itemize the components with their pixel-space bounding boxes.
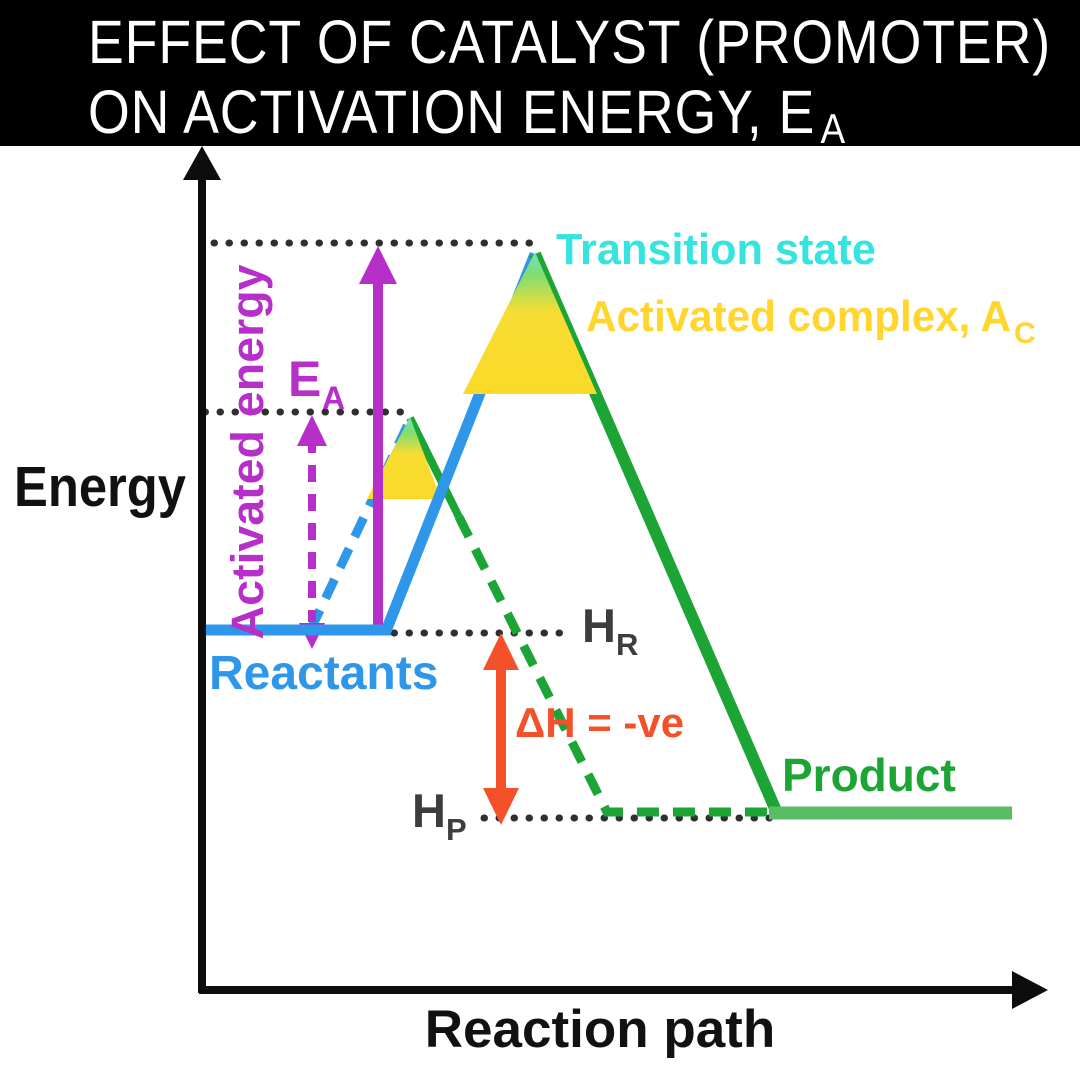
activated-complex-label: Activated complex, A [586, 292, 1011, 341]
title-line-1: EFFECT OF CATALYST (PROMOTER) [88, 8, 1051, 76]
activated-complex-subscript: C [1014, 317, 1036, 350]
hp-symbol: H [412, 784, 446, 837]
catalyzed-ascent-dashed-line [306, 418, 415, 631]
title-line-2-main: ON ACTIVATION ENERGY, E [88, 78, 816, 146]
reactants-label: Reactants [209, 647, 438, 700]
catalyzed-peak-right-edge [406, 416, 463, 519]
title-ea-subscript: A [820, 105, 846, 152]
y-axis-arrowhead [183, 146, 221, 180]
activated-complex-triangle [463, 252, 597, 394]
hp-subscript: P [446, 812, 467, 847]
delta-h-arrowhead-down [483, 788, 519, 825]
x-axis-label: Reaction path [425, 1000, 775, 1059]
transition-state-label: Transition state [556, 225, 876, 274]
activated-energy-label: Activated energy [222, 265, 273, 640]
product-label: Product [782, 749, 956, 801]
ea-symbol: E [288, 351, 321, 407]
ea-small-arrowhead-up [297, 415, 327, 446]
catalyzed-descent-dashed-line [454, 514, 770, 817]
catalyzed-activated-complex-triangle [367, 417, 441, 499]
hr-symbol: H [582, 599, 616, 652]
delta-h-arrowhead-up [483, 633, 519, 670]
hr-subscript: R [616, 627, 638, 662]
ea-large-arrowhead [359, 246, 397, 284]
x-axis-arrowhead [1012, 971, 1048, 1009]
delta-h-label: ΔH = -ve [515, 699, 684, 746]
y-axis-label: Energy [14, 455, 186, 519]
title-banner: EFFECT OF CATALYST (PROMOTER) ON ACTIVAT… [0, 0, 1080, 150]
ea-subscript: A [322, 380, 345, 416]
